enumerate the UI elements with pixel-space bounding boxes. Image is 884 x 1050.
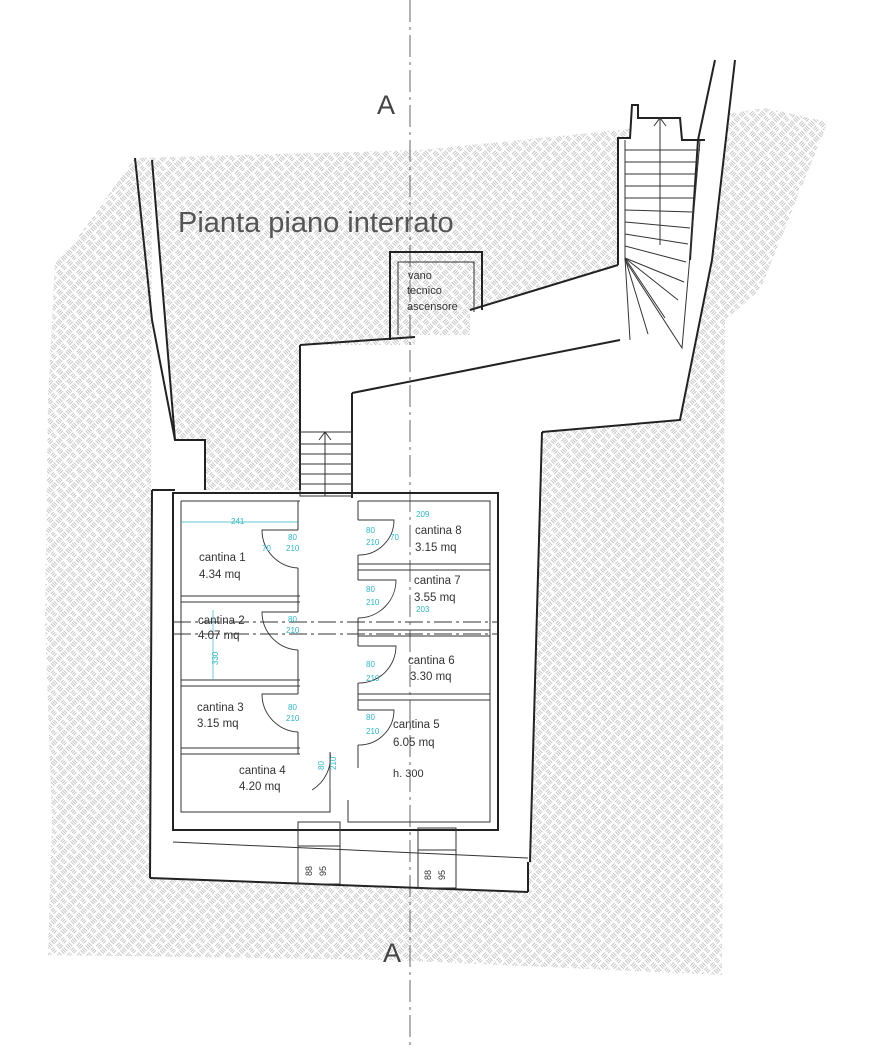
dim-bottom-b1: 88: [423, 870, 433, 880]
section-mark-top: A: [377, 90, 395, 120]
dim-left-width: 241: [231, 517, 245, 526]
room-8-area: 3.15 mq: [415, 542, 457, 554]
plan-title: Pianta piano interrato: [178, 207, 454, 239]
room-6-name: cantina 6: [408, 655, 455, 667]
room-8-name: cantina 8: [415, 525, 462, 537]
door6-w: 80: [366, 660, 375, 669]
dim-bottom-b2: 95: [437, 870, 447, 880]
door1-w: 80: [288, 533, 297, 542]
room-5-name: cantina 5: [393, 719, 440, 731]
door2-h: 210: [286, 626, 300, 635]
dim-right-width: 209: [416, 510, 430, 519]
straight-stair: [299, 431, 353, 497]
elevator-label-1: vano: [408, 270, 432, 282]
room-3-name: cantina 3: [197, 702, 244, 714]
door3-h: 210: [286, 714, 300, 723]
elevator-room: vano tecnico ascensore: [389, 251, 483, 340]
room-4-name: cantina 4: [239, 765, 286, 777]
door7-w: 80: [366, 585, 375, 594]
room-5-area: 6.05 mq: [393, 737, 435, 749]
terrain-hatch: [45, 108, 828, 975]
door5-h: 210: [366, 727, 380, 736]
room-3-area: 3.15 mq: [197, 718, 239, 730]
room-1-area: 4.34 mq: [199, 569, 241, 581]
dim-left-height: 330: [211, 651, 220, 665]
door4-w: 80: [317, 761, 326, 770]
dim-mid-width: 203: [416, 605, 430, 614]
dim-bottom-a2: 95: [318, 866, 328, 876]
ceiling-height: h. 300: [393, 768, 424, 780]
room-labels: cantina 1 4.34 mq cantina 2 4.07 mq cant…: [197, 525, 462, 793]
dimension-annotations: 241 209 203 330 80 210 70 80 210 80 210 …: [181, 510, 430, 770]
room-2-name: cantina 2: [198, 615, 245, 627]
door5-w: 80: [366, 713, 375, 722]
room-7-area: 3.55 mq: [414, 592, 456, 604]
room-1-name: cantina 1: [199, 552, 246, 564]
light-wells: 88 95 88 95: [172, 821, 529, 889]
door1-h: 210: [286, 544, 300, 553]
spiral-stair: [617, 104, 705, 350]
elevator-label-3: ascensore: [407, 301, 458, 313]
door6-h: 210: [366, 674, 380, 683]
dim-bottom-a1: 88: [304, 866, 314, 876]
room-6-area: 3.30 mq: [410, 671, 452, 683]
doors: [261, 519, 397, 791]
cellar-block: [172, 492, 499, 831]
elevator-label-2: tecnico: [407, 285, 442, 297]
room-2-area: 4.07 mq: [198, 630, 240, 642]
room-7-name: cantina 7: [414, 575, 461, 587]
room-4-area: 4.20 mq: [239, 781, 281, 793]
door3-w: 80: [288, 703, 297, 712]
section-mark-bottom: A: [383, 938, 401, 968]
door1-side: 70: [262, 544, 271, 553]
door7-h: 210: [366, 598, 380, 607]
door8-side: 70: [390, 533, 399, 542]
door2-w: 80: [288, 615, 297, 624]
door4-h: 210: [329, 756, 338, 770]
door8-w: 80: [366, 526, 375, 535]
door8-h: 210: [366, 538, 380, 547]
